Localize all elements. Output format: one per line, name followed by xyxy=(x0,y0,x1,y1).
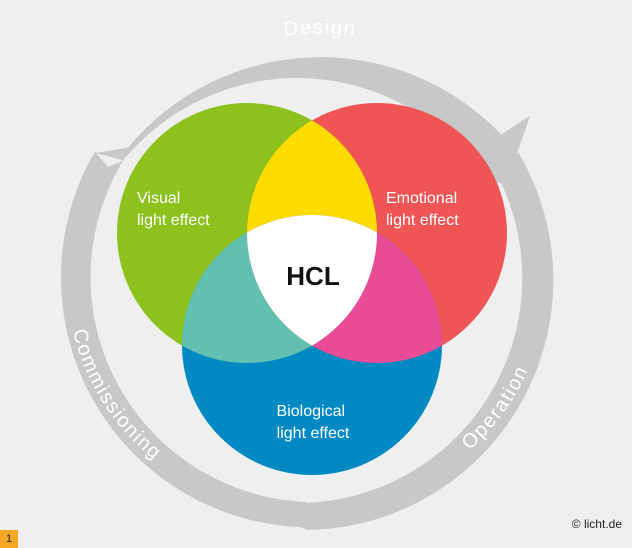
hcl-label: HCL xyxy=(286,261,340,291)
copyright-notice: © licht.de xyxy=(571,517,622,531)
design-arrow xyxy=(95,57,531,185)
visual-label: Visual light effect xyxy=(137,190,210,229)
design-label: Design xyxy=(283,17,358,41)
commissioning-label: Commissioning xyxy=(68,327,166,465)
operation-label: Operation xyxy=(458,362,533,454)
operation-arrow xyxy=(286,152,554,530)
biological-label: Biological light effect xyxy=(277,403,350,442)
hcl-center-overlap xyxy=(247,215,377,363)
venn-sets xyxy=(117,103,507,475)
commissioning-arrow xyxy=(60,151,307,528)
page-number-badge: 1 xyxy=(0,530,18,548)
emotional-label: Emotional light effect xyxy=(386,190,462,229)
